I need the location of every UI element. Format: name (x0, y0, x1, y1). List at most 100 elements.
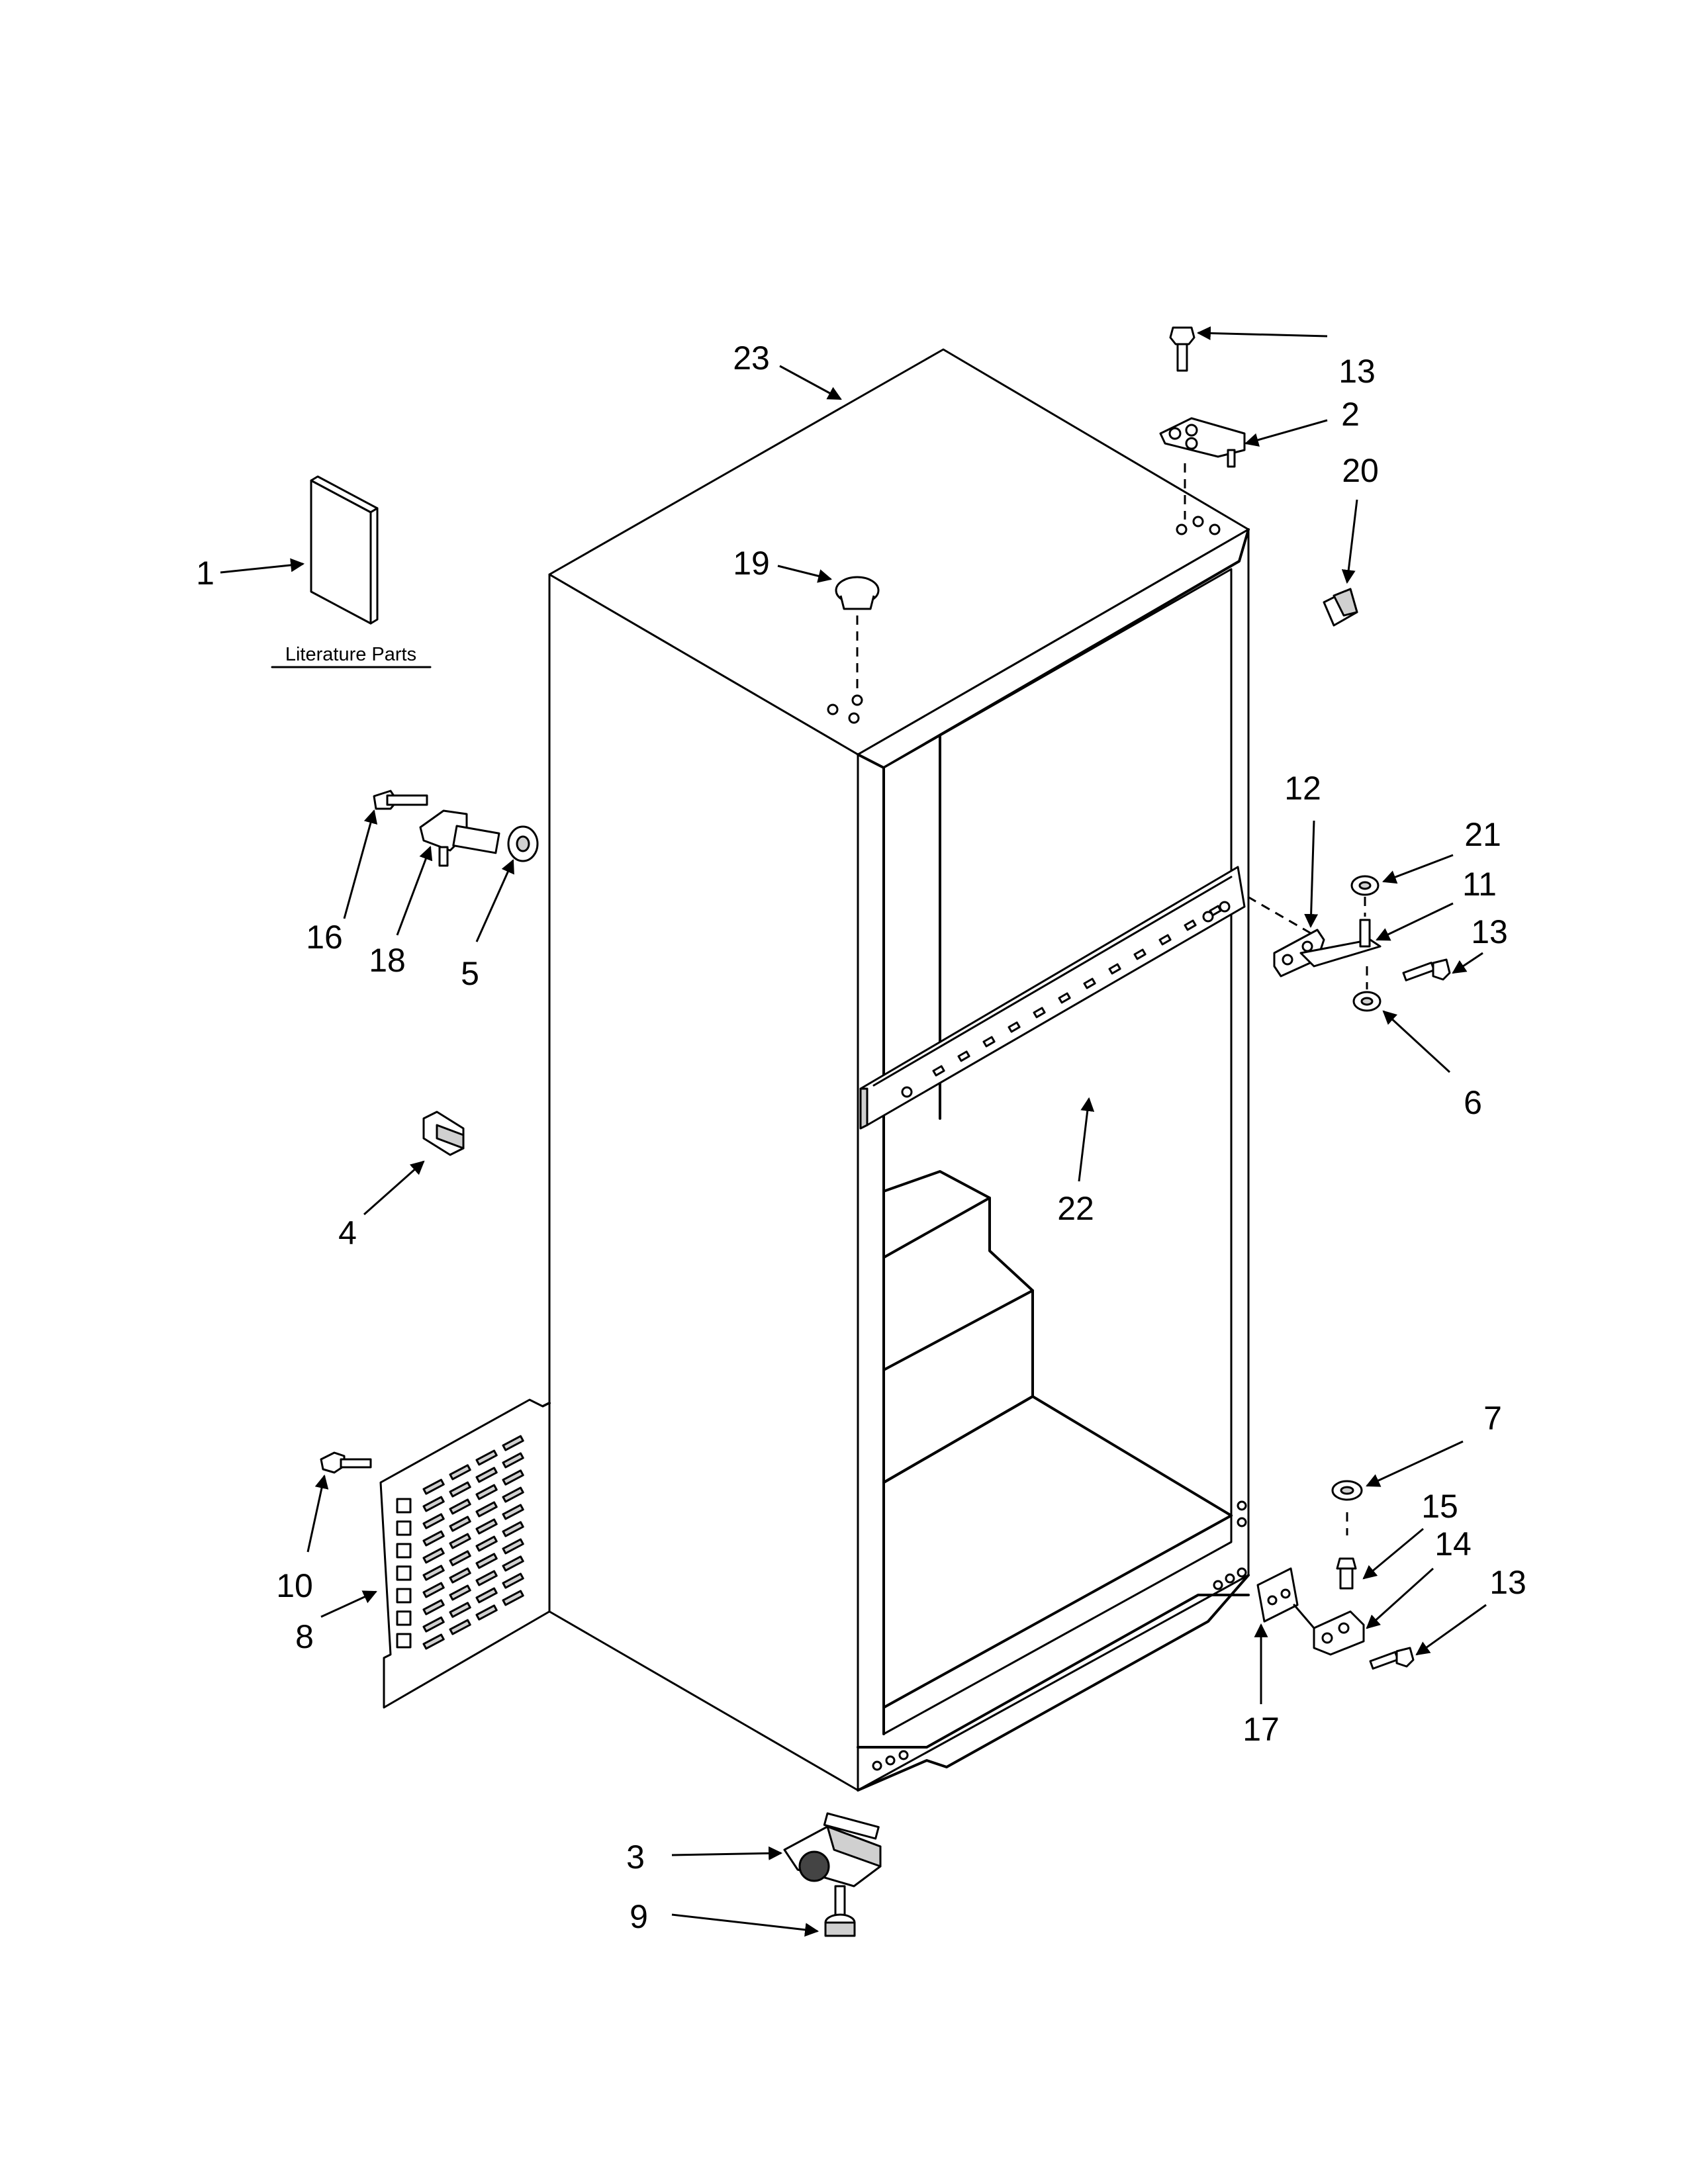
callout-23: 23 (733, 340, 770, 377)
callout-13-top: 13 (1338, 353, 1376, 390)
callout-1: 1 (196, 555, 214, 592)
clip (422, 1111, 465, 1156)
panel-vent-slot (502, 1555, 524, 1572)
callout-15: 15 (1421, 1488, 1458, 1525)
panel-vent-slot (422, 1633, 445, 1650)
panel-vent-slot (422, 1496, 445, 1512)
rail-slot (1058, 992, 1071, 1004)
callout-13-middle: 13 (1471, 913, 1508, 950)
callout-9: 9 (630, 1898, 648, 1935)
rail-slot (1033, 1007, 1046, 1019)
panel-vent-slot (422, 1530, 445, 1547)
panel-vent-slot (502, 1469, 524, 1486)
hinge-cover (1323, 588, 1358, 627)
panel-vent-slot (475, 1518, 498, 1535)
rail-slot (1133, 948, 1147, 960)
panel-vent-slot (502, 1452, 524, 1469)
center-hinge-screw (1402, 958, 1451, 981)
panel-vent-slot (422, 1479, 445, 1495)
callout-20: 20 (1342, 452, 1379, 489)
panel-vent-slot (449, 1550, 471, 1567)
panel-vent-slot (449, 1567, 471, 1584)
top-hinge (1159, 326, 1246, 520)
back-panel-screw (320, 1451, 372, 1474)
callout-14: 14 (1434, 1525, 1472, 1563)
cross-rail (859, 866, 1246, 1130)
rail-slot (1184, 919, 1197, 931)
rail-slot (1083, 978, 1096, 989)
callout-3: 3 (626, 1839, 645, 1876)
panel-vent-slot (475, 1501, 498, 1518)
callout-4: 4 (338, 1214, 357, 1251)
rail-slot (1108, 963, 1121, 975)
panel-vent-slot (502, 1504, 524, 1520)
panel-vent-slot (475, 1484, 498, 1500)
callout-8: 8 (295, 1618, 314, 1655)
panel-vent-slot (449, 1533, 471, 1549)
callout-10: 10 (276, 1567, 313, 1604)
panel-vent-slot (449, 1498, 471, 1515)
panel-square-opening (396, 1633, 412, 1649)
callout-19: 19 (733, 545, 770, 582)
bottom-hinge-screw (1369, 1647, 1415, 1670)
plug-button (835, 576, 880, 695)
panel-vent-slot (449, 1464, 471, 1480)
panel-square-opening (396, 1498, 412, 1514)
panel-vent-slot (502, 1538, 524, 1555)
panel-vent-slot (475, 1587, 498, 1604)
panel-vent-slot (422, 1599, 445, 1615)
panel-vent-slot (422, 1565, 445, 1581)
rail-slot (1008, 1021, 1021, 1033)
callout-numbers: 1 2 3 4 5 6 7 8 9 10 11 12 13 13 13 14 1… (196, 340, 1526, 1935)
cabinet-body (508, 348, 1250, 1792)
panel-square-opening (396, 1520, 412, 1536)
callout-11: 11 (1462, 866, 1497, 903)
callout-2: 2 (1341, 396, 1360, 433)
callout-18: 18 (369, 942, 406, 979)
center-hinge (1247, 875, 1451, 1012)
panel-vent-slot (502, 1572, 524, 1589)
panel-vent-slot (449, 1516, 471, 1532)
panel-square-opening (396, 1610, 412, 1626)
literature-parts-caption: Literature Parts (285, 644, 416, 665)
panel-vent-slot (502, 1435, 524, 1451)
callout-5: 5 (461, 955, 479, 992)
panel-vent-slot (449, 1584, 471, 1601)
rail-slot (982, 1036, 996, 1048)
panel-square-opening (396, 1565, 412, 1581)
callout-21: 21 (1464, 816, 1501, 853)
rail-slot (1158, 934, 1172, 946)
panel-vent-slot (449, 1602, 471, 1618)
panel-square-opening (396, 1588, 412, 1604)
panel-vent-slot (449, 1619, 471, 1635)
bottom-hinge (1256, 1480, 1415, 1670)
callout-17: 17 (1243, 1711, 1280, 1748)
panel-vent-slot (475, 1467, 498, 1483)
top-hinge-screw (1169, 326, 1196, 372)
panel-vent-slot (475, 1604, 498, 1621)
panel-vent-slot (422, 1513, 445, 1529)
callout-13-bottom: 13 (1489, 1564, 1526, 1601)
callout-7: 7 (1483, 1400, 1502, 1437)
panel-vent-slot (502, 1590, 524, 1606)
panel-vent-slot (475, 1570, 498, 1586)
rail-slot (957, 1050, 970, 1062)
callout-16: 16 (306, 919, 343, 956)
roller-and-leveler (783, 1812, 882, 1937)
panel-vent-slot (422, 1547, 445, 1564)
panel-vent-slot (449, 1481, 471, 1498)
callout-6: 6 (1464, 1084, 1482, 1121)
door-stop-assembly (373, 790, 539, 867)
panel-vent-slot (502, 1486, 524, 1503)
rail-slot (932, 1065, 945, 1077)
panel-vent-slot (422, 1616, 445, 1633)
callout-22: 22 (1057, 1190, 1094, 1227)
panel-vent-slot (475, 1553, 498, 1569)
panel-vent-slot (422, 1582, 445, 1598)
panel-vent-slot (475, 1535, 498, 1552)
leader-lines (220, 326, 1487, 1937)
panel-vent-slot (475, 1449, 498, 1466)
panel-square-opening (396, 1543, 412, 1559)
literature-book: Literature Parts (271, 475, 432, 668)
